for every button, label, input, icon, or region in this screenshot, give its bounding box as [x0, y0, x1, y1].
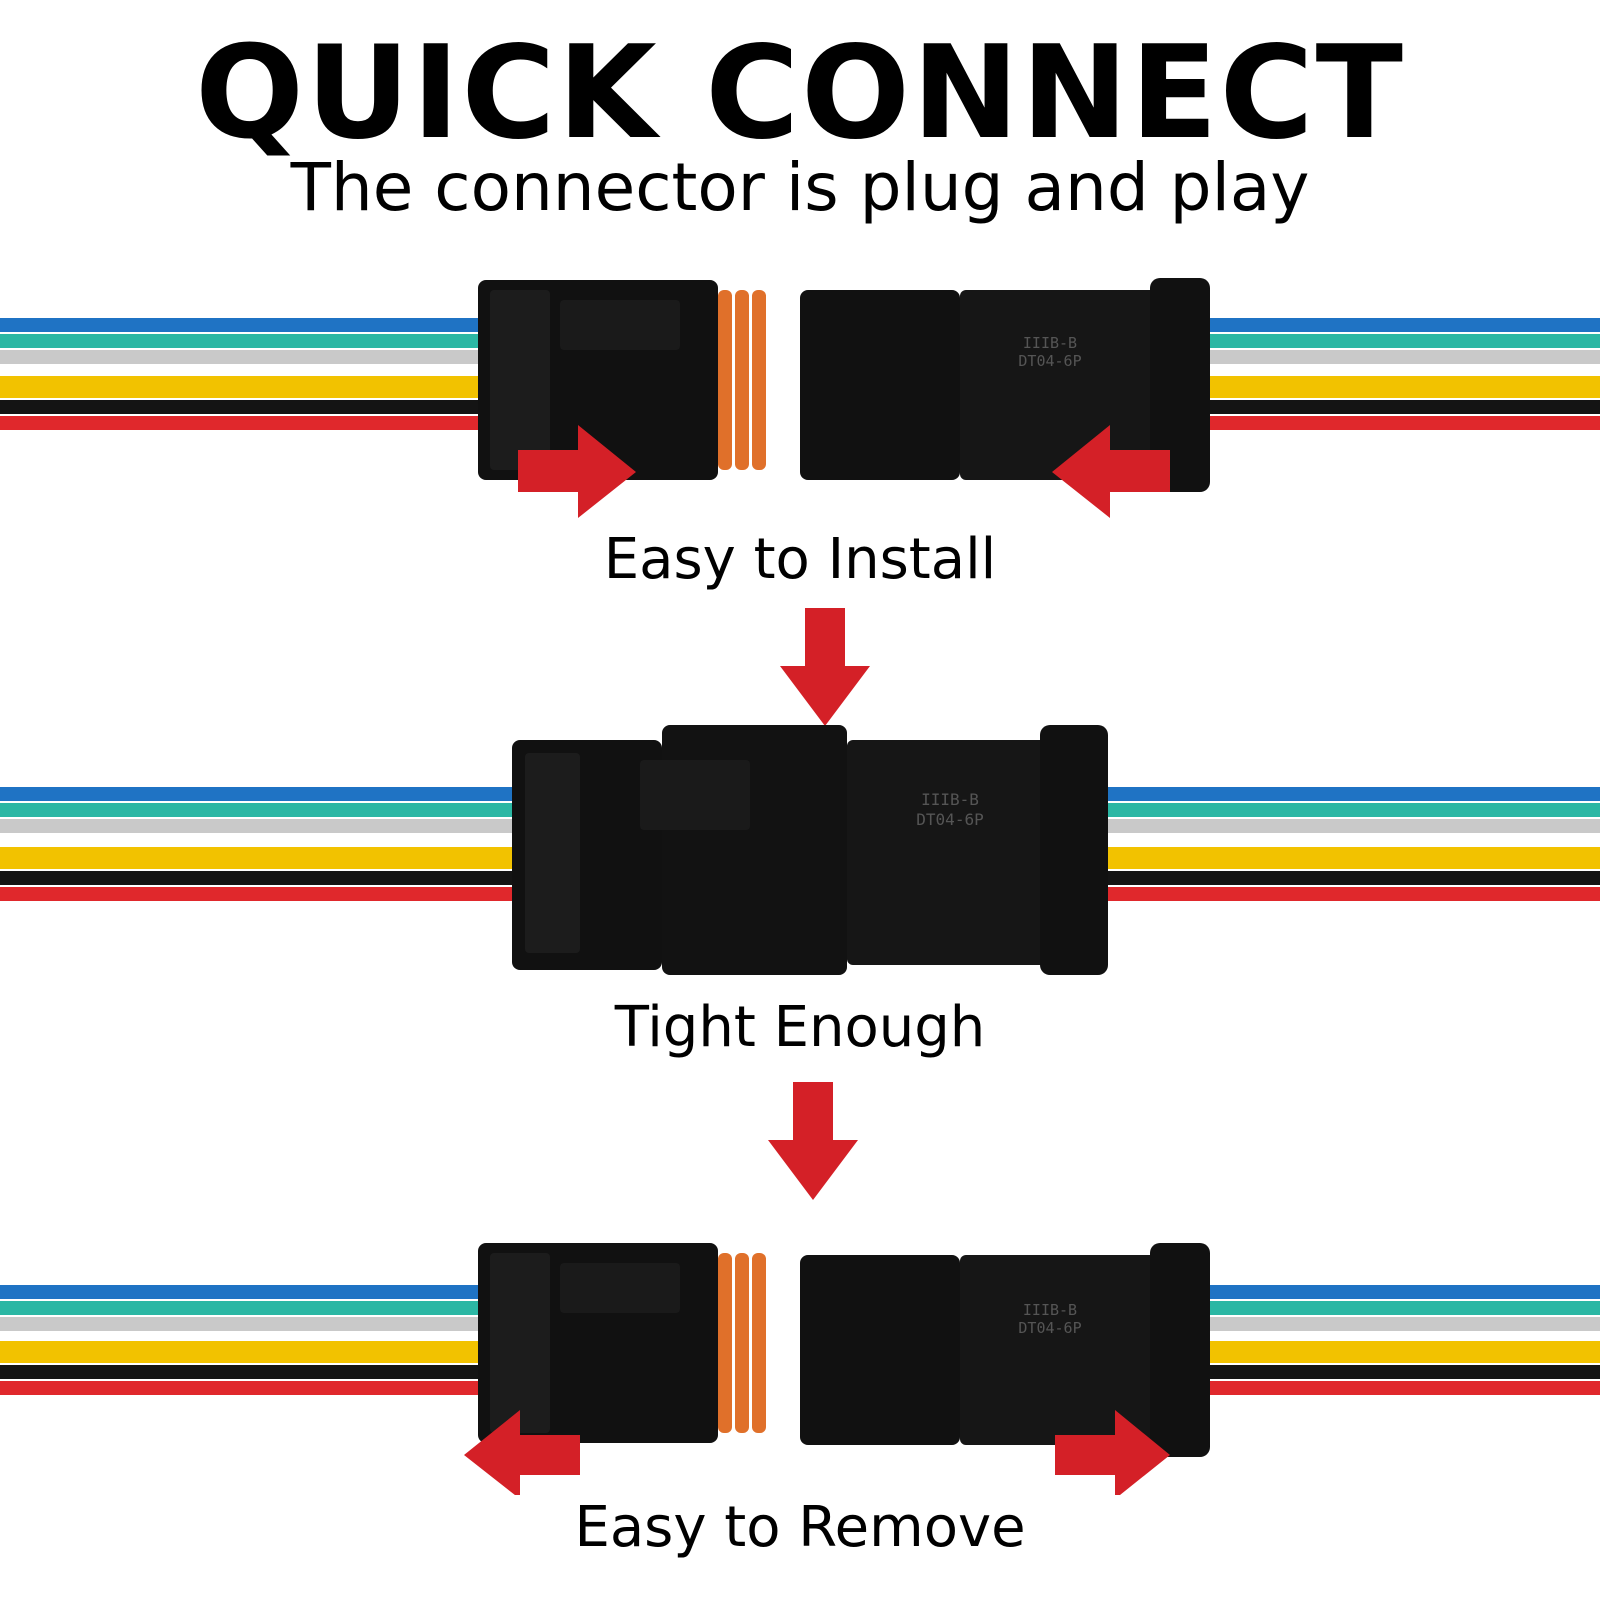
step-label-tight: Tight Enough — [614, 995, 986, 1060]
female-connector — [478, 280, 766, 480]
left-wire-bundle — [0, 318, 480, 430]
arrow-down-icon — [768, 1082, 858, 1200]
connector-marking-line1: IIIB-B — [1023, 1301, 1077, 1319]
connector-marking-line1: IIIB-B — [1023, 334, 1077, 352]
connector-marking-line2: DT04-6P — [1018, 352, 1081, 370]
mated-connector: IIIB-B DT04-6P — [512, 725, 1108, 975]
page-subtitle: The connector is plug and play — [290, 149, 1310, 226]
step-label-install: Easy to Install — [603, 527, 997, 592]
connector-row-connected: IIIB-B DT04-6P — [0, 725, 1600, 985]
arrow-right-icon — [1055, 1410, 1170, 1495]
connector-row-removed: IIIB-B DT04-6P — [0, 1235, 1600, 1495]
page-title: QUICK CONNECT — [195, 19, 1405, 168]
connector-row-separated: IIIB-B DT04-6P — [0, 260, 1600, 520]
arrow-right-icon — [518, 425, 636, 518]
arrow-down-icon — [780, 608, 870, 726]
step-label-remove: Easy to Remove — [574, 1495, 1026, 1560]
connector-marking-line2: DT04-6P — [916, 810, 983, 829]
connector-marking-line2: DT04-6P — [1018, 1319, 1081, 1337]
connector-marking-line1: IIIB-B — [921, 790, 979, 809]
right-wire-bundle — [1108, 787, 1600, 901]
right-wire-bundle — [1210, 318, 1600, 430]
left-wire-bundle — [0, 1285, 480, 1395]
right-wire-bundle — [1210, 1285, 1600, 1395]
left-wire-bundle — [0, 787, 515, 901]
arrow-left-icon — [464, 1410, 580, 1495]
female-connector — [478, 1243, 766, 1443]
male-connector: IIIB-B DT04-6P — [800, 1243, 1210, 1457]
arrow-left-icon — [1052, 425, 1170, 518]
